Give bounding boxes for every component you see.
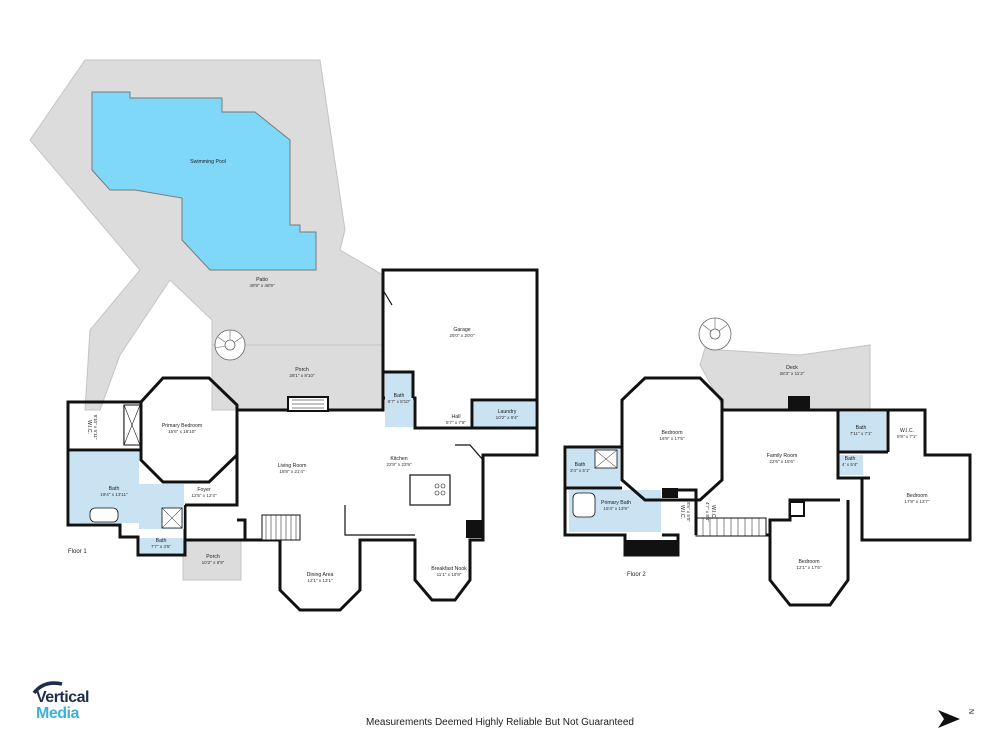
bath-2-name: Bath	[156, 538, 167, 544]
wic-1-dims: 8'10" x 5'11"	[93, 415, 98, 440]
floor-2	[563, 317, 972, 607]
living-room-name: Living Room	[278, 463, 307, 469]
breakfast-nook-dims: 11'1" x 10'9"	[437, 572, 462, 577]
swimming-pool	[91, 91, 317, 271]
bath-2-dims: 7'7" x 3'5"	[151, 544, 171, 549]
logo-arc-icon	[32, 681, 63, 694]
floor-2-label: Floor 2	[627, 572, 646, 578]
family-room-name: Family Room	[767, 453, 798, 459]
bath-6-name: Bath	[845, 456, 856, 462]
porch-front-dims: 10'2" x 6'9"	[202, 560, 225, 565]
disclaimer: Measurements Deemed Highly Reliable But …	[366, 717, 634, 728]
porch-front-area	[182, 539, 242, 581]
living-room-dims: 18'8" x 21'4"	[279, 469, 305, 474]
hall-dims: 5'7" x 7'8"	[446, 420, 466, 425]
outdoor-areas	[29, 59, 384, 581]
primary-bedroom-name: Primary Bedroom	[162, 423, 202, 429]
wic-1-name: W.I.C.	[86, 420, 92, 434]
primary-bath-dims: 15'4" x 13'9"	[603, 506, 629, 511]
laundry-name: Laundry	[498, 409, 517, 415]
bath-4-dims: 3'4" x 5'1"	[570, 468, 590, 473]
wic-3-dims: 4'7" x 8'4"	[705, 502, 710, 522]
bath-6-dims: 4' x 5'4"	[842, 462, 858, 467]
wic-4-name: W.I.C.	[900, 428, 914, 434]
bedroom-c-name: Bedroom	[798, 559, 819, 565]
bedroom-c-dims: 12'1" x 17'5"	[796, 565, 822, 570]
hall-name: Hall	[452, 414, 461, 420]
north-arrow-icon	[938, 710, 960, 728]
bedroom-b-dims: 17'8" x 13'7"	[904, 499, 930, 504]
garage-name: Garage	[453, 327, 470, 333]
spiral-stair	[214, 329, 246, 361]
bath-5-name: Bath	[856, 425, 867, 431]
primary-bedroom-dims: 15'6" x 16'10"	[168, 429, 196, 434]
foyer-name: Foyer	[197, 487, 211, 493]
garage-dims: 25'0" x 20'0"	[449, 333, 475, 338]
bath-1-name: Bath	[109, 486, 120, 492]
porch-back-dims: 28'1" x 8'10"	[289, 373, 315, 378]
kitchen-island	[409, 474, 451, 506]
dining-area-dims: 12'1" x 13'1"	[307, 578, 333, 583]
bath-1-dims: 19'4" x 13'11"	[100, 492, 128, 497]
logo-line-2: Media	[36, 705, 79, 722]
wic-3-name: W.I.C.	[710, 505, 716, 519]
laundry-dims: 10'2" x 9'4"	[496, 415, 519, 420]
deck-dims: 28'3" x 11'2"	[780, 371, 805, 376]
kitchen-name: Kitchen	[390, 456, 407, 462]
bath-5-dims: 7'11" x 7'1"	[850, 431, 873, 436]
breakfast-nook-name: Breakfast Nook	[431, 566, 467, 572]
floor-1-walls	[66, 268, 539, 612]
compass-label: N	[967, 708, 975, 715]
family-room-dims: 22'6" x 15'6"	[769, 459, 795, 464]
porch-back-name: Porch	[295, 367, 309, 373]
logo-line-1: Vertical	[36, 689, 89, 706]
floor-1-label: Floor 1	[68, 549, 87, 555]
bedroom-b-name: Bedroom	[906, 493, 927, 499]
wic-2-dims: 8'5" x 5'5"	[686, 502, 691, 522]
spiral-stair-2	[698, 317, 732, 351]
pool-name: Swimming Pool	[190, 159, 226, 165]
patio-name: Patio	[256, 277, 268, 283]
compass: N	[934, 704, 980, 734]
porch-front-name: Porch	[206, 554, 220, 560]
bath-3-name: Bath	[394, 393, 405, 399]
vertical-media-logo: Vertical Media	[32, 680, 122, 722]
room-labels: Swimming Pool Patio 49'9" x 48'9" Garage…	[68, 159, 930, 583]
bedroom-a-dims: 16'9" x 17'5"	[659, 436, 685, 441]
bath-4-name: Bath	[575, 462, 586, 468]
bedroom-a-name: Bedroom	[661, 430, 682, 436]
wic-4-dims: 5'9" x 7'1"	[897, 434, 917, 439]
wic-2-name: W.I.C.	[679, 505, 685, 519]
patio-dims: 49'9" x 48'9"	[249, 283, 275, 288]
kitchen-dims: 22'8" x 23'9"	[386, 462, 412, 467]
deck-name: Deck	[786, 365, 798, 371]
dining-area-name: Dining Area	[307, 572, 334, 578]
primary-bath-name: Primary Bath	[601, 500, 631, 506]
bath-3-dims: 6'7" x 8'10"	[388, 399, 411, 404]
foyer-dims: 12'5" x 12'4"	[191, 493, 217, 498]
